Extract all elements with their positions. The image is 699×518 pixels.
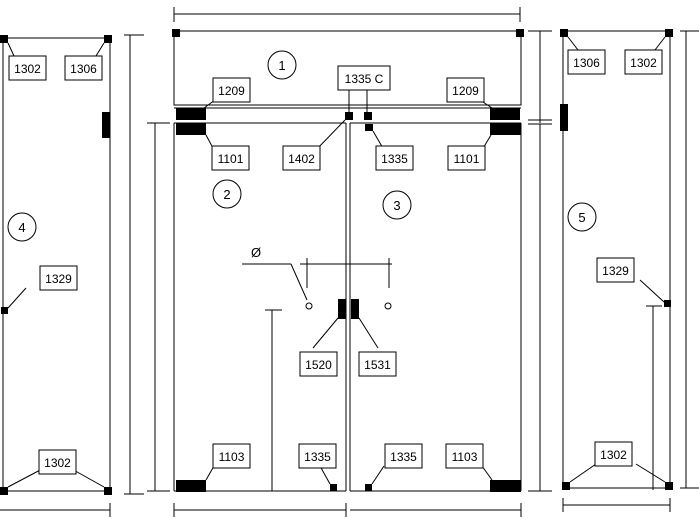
panel-number-circle-3 <box>382 190 412 220</box>
panel-number-5: 5 <box>578 210 585 225</box>
callout-label: 1335 <box>381 152 408 166</box>
callout-label: 1302 <box>14 62 41 76</box>
panel-5 <box>560 29 699 512</box>
callout-label: 1329 <box>602 264 629 278</box>
panel-number-2: 2 <box>223 187 230 202</box>
callout-label: 1209 <box>452 84 479 98</box>
callout-label: 1101 <box>454 152 480 166</box>
panel-number-circle-1 <box>267 50 297 80</box>
callout-label: 1335 <box>390 450 417 464</box>
panel-1 <box>172 7 524 120</box>
panel-numbers: 1 2 3 4 5 <box>7 50 597 242</box>
callout-label: 1302 <box>630 56 657 70</box>
callout-label: 1101 <box>218 152 244 166</box>
panel-number-4: 4 <box>18 220 25 235</box>
panel-3 <box>349 30 552 517</box>
callout-label: 1520 <box>305 358 332 372</box>
callout-label: 1402 <box>288 152 315 166</box>
callout-label: 1209 <box>218 84 245 98</box>
panel-2 <box>147 119 392 517</box>
callouts <box>8 49 663 475</box>
panel-number-circle-4 <box>7 212 37 242</box>
panel-number-circle-5 <box>567 202 597 232</box>
callout-label: 1103 <box>219 450 245 464</box>
callout-label: 1335 C <box>345 72 384 86</box>
callout-label: 1103 <box>452 450 478 464</box>
callout-label: 1306 <box>573 56 600 70</box>
diameter-symbol: Ø <box>251 245 261 260</box>
callout-label: 1302 <box>44 456 71 470</box>
callout-label: 1329 <box>45 272 72 286</box>
callout-label: 1335 <box>304 450 331 464</box>
panel-number-1: 1 <box>278 58 285 73</box>
callout-label: 1302 <box>600 448 627 462</box>
callout-label: 1306 <box>70 62 97 76</box>
panel-number-circle-2 <box>212 179 242 209</box>
callout-labels: 1302 1306 1329 1302 1209 1335 C 1209 110… <box>14 56 657 470</box>
panel-4 <box>0 34 144 517</box>
panel-number-3: 3 <box>393 198 400 213</box>
callout-label: 1531 <box>364 358 391 372</box>
